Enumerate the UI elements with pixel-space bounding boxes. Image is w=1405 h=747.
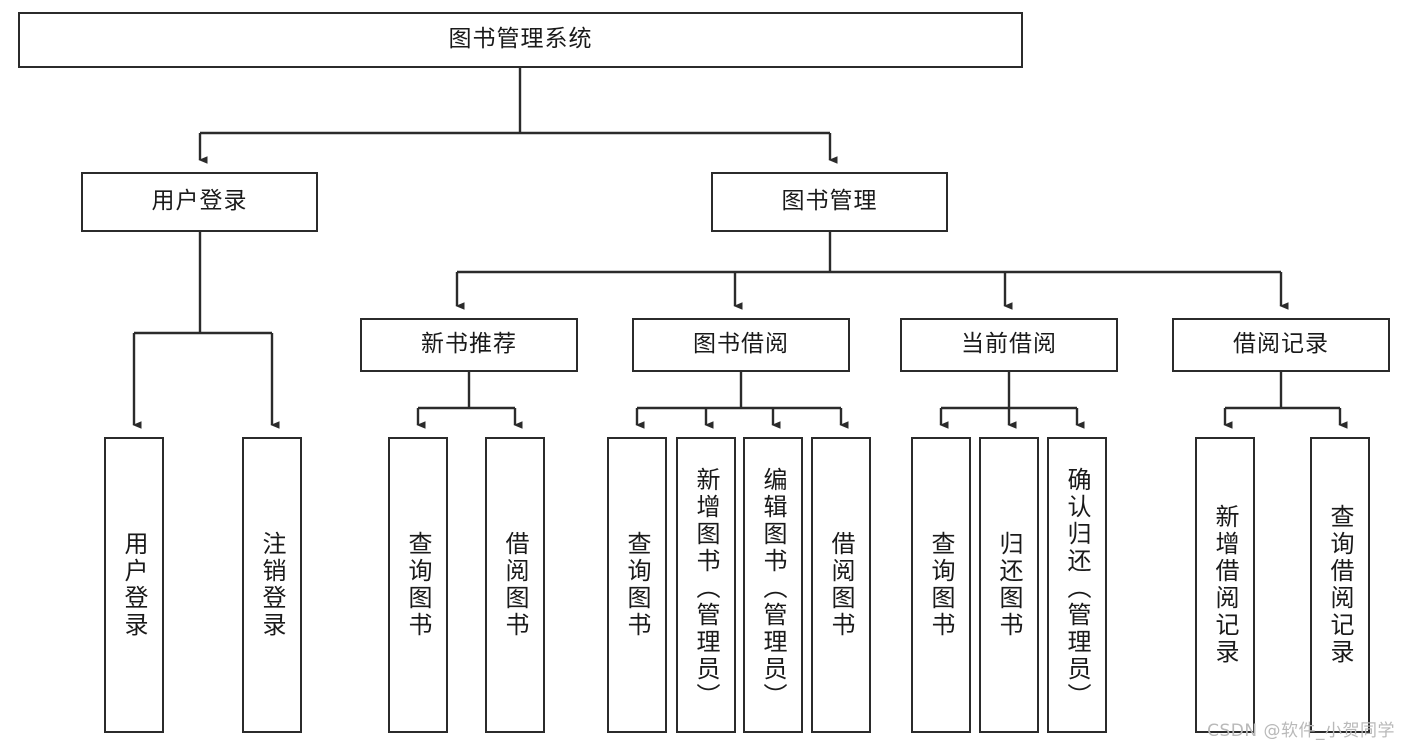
node-borrow-record-label: 借阅记录 xyxy=(1233,331,1329,358)
node-leaf-add-record-label: 新增借阅记录 xyxy=(1211,504,1239,666)
csdn-watermark: CSDN @软件_小贺同学 xyxy=(1207,721,1395,741)
node-leaf-query-book-1-label: 查询图书 xyxy=(404,531,432,639)
node-book-management-label: 图书管理 xyxy=(781,188,878,215)
node-leaf-add-book[interactable]: 新增图书（管理员） xyxy=(676,437,736,733)
node-leaf-user-login[interactable]: 用户登录 xyxy=(104,437,164,733)
node-root-label: 图书管理系统 xyxy=(448,26,593,53)
node-leaf-query-book-2-label: 查询图书 xyxy=(623,531,651,639)
node-leaf-user-logout[interactable]: 注销登录 xyxy=(242,437,302,733)
node-leaf-query-record-label: 查询借阅记录 xyxy=(1326,504,1354,666)
node-new-book-recommend[interactable]: 新书推荐 xyxy=(360,318,578,372)
node-leaf-borrow-book-1[interactable]: 借阅图书 xyxy=(485,437,545,733)
node-user-login[interactable]: 用户登录 xyxy=(81,172,318,232)
node-new-book-recommend-label: 新书推荐 xyxy=(421,331,517,358)
node-leaf-query-record[interactable]: 查询借阅记录 xyxy=(1310,437,1370,733)
node-leaf-query-book-3-label: 查询图书 xyxy=(927,531,955,639)
node-leaf-user-login-label: 用户登录 xyxy=(120,531,148,639)
node-leaf-user-logout-label: 注销登录 xyxy=(258,531,286,639)
node-leaf-borrow-book-2[interactable]: 借阅图书 xyxy=(811,437,871,733)
node-user-login-label: 用户登录 xyxy=(151,188,248,215)
node-root[interactable]: 图书管理系统 xyxy=(18,12,1023,68)
node-book-borrow-label: 图书借阅 xyxy=(693,331,789,358)
node-leaf-confirm-return[interactable]: 确认归还（管理员） xyxy=(1047,437,1107,733)
node-leaf-query-book-1[interactable]: 查询图书 xyxy=(388,437,448,733)
node-current-borrow-label: 当前借阅 xyxy=(961,331,1057,358)
node-current-borrow[interactable]: 当前借阅 xyxy=(900,318,1118,372)
node-book-management[interactable]: 图书管理 xyxy=(711,172,948,232)
node-borrow-record[interactable]: 借阅记录 xyxy=(1172,318,1390,372)
node-leaf-borrow-book-2-label: 借阅图书 xyxy=(827,531,855,639)
node-leaf-edit-book-label: 编辑图书（管理员） xyxy=(759,466,787,710)
node-leaf-edit-book[interactable]: 编辑图书（管理员） xyxy=(743,437,803,733)
node-leaf-return-book[interactable]: 归还图书 xyxy=(979,437,1039,733)
node-leaf-add-record[interactable]: 新增借阅记录 xyxy=(1195,437,1255,733)
node-leaf-query-book-3[interactable]: 查询图书 xyxy=(911,437,971,733)
node-leaf-query-book-2[interactable]: 查询图书 xyxy=(607,437,667,733)
node-book-borrow[interactable]: 图书借阅 xyxy=(632,318,850,372)
node-leaf-add-book-label: 新增图书（管理员） xyxy=(692,466,720,710)
node-leaf-borrow-book-1-label: 借阅图书 xyxy=(501,531,529,639)
node-leaf-confirm-return-label: 确认归还（管理员） xyxy=(1063,466,1091,710)
node-leaf-return-book-label: 归还图书 xyxy=(995,531,1023,639)
